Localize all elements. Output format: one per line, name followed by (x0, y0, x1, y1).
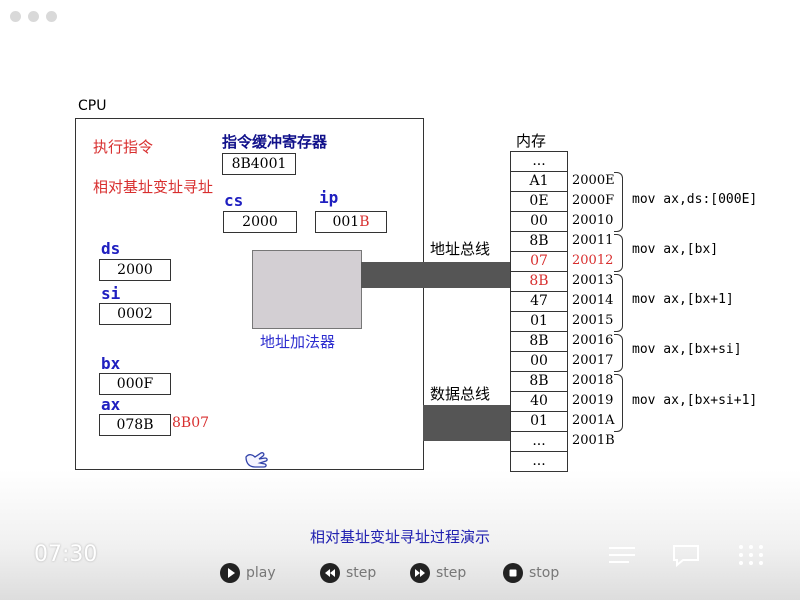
cpu-box (75, 118, 424, 470)
memory-cell: 40 (510, 391, 568, 412)
memory-cell: A1 (510, 171, 568, 192)
stop-icon (503, 563, 523, 583)
ip-register-value: 001B (315, 211, 387, 233)
memory-cell: ... (510, 431, 568, 452)
rewind-icon (320, 563, 340, 583)
instruction-2: mov ax,[bx] (632, 242, 719, 257)
player-overlay (0, 470, 800, 600)
maximize-window-dot[interactable] (46, 11, 57, 22)
stop-button[interactable]: stop (503, 563, 559, 583)
address-bus (361, 262, 511, 288)
memory-cell: ... (510, 151, 568, 172)
cs-register-name: cs (224, 191, 244, 210)
instruction-1: mov ax,ds:[000E] (632, 192, 758, 207)
memory-address: 20019 (572, 393, 614, 408)
address-adder-label: 地址加法器 (260, 333, 336, 351)
memory-cell: 8B (510, 271, 568, 292)
step-back-label: step (346, 565, 377, 581)
address-adder (252, 250, 362, 329)
stop-label: stop (529, 565, 560, 581)
ds-register-name: ds (101, 239, 121, 258)
brace-instr-4 (614, 334, 623, 372)
step-forward-label: step (436, 565, 467, 581)
memory-address: 2000F (572, 193, 615, 208)
addressing-mode-label: 相对基址变址寻址 (93, 178, 214, 196)
brace-instr-2 (614, 234, 623, 272)
memory-address: 2000E (572, 173, 615, 188)
list-icon[interactable] (607, 543, 637, 567)
memory-address: 20016 (572, 333, 614, 348)
brace-instr-3 (614, 274, 623, 332)
instruction-3: mov ax,[bx+1] (632, 292, 734, 307)
instruction-buffer-label: 指令缓冲寄存器 (222, 133, 328, 151)
data-bus (423, 405, 511, 441)
memory-addresses: 2000E 2000F 20010 20011 20012 20013 20014 20015… (572, 151, 615, 471)
data-bus-label: 数据总线 (430, 385, 491, 403)
close-window-dot[interactable] (10, 11, 21, 22)
ax-register-value: 078B (99, 414, 171, 436)
ds-register-value: 2000 (99, 259, 171, 281)
step-forward-button[interactable]: step (410, 563, 466, 583)
memory-title: 内存 (516, 132, 547, 150)
memory-address: 20018 (572, 373, 614, 388)
bx-register-value: 000F (99, 373, 171, 395)
memory-cell: 01 (510, 411, 568, 432)
step-back-button[interactable]: step (320, 563, 376, 583)
memory-cell: 07 (510, 251, 568, 272)
brace-instr-1 (614, 172, 623, 232)
memory-cell: 47 (510, 291, 568, 312)
memory-address: 2001A (572, 413, 615, 428)
memory-address: 20014 (572, 293, 614, 308)
memory-cell: 8B (510, 231, 568, 252)
memory-cell: 00 (510, 211, 568, 232)
memory-cell: 01 (510, 311, 568, 332)
address-bus-label: 地址总线 (430, 240, 491, 258)
memory-cell: 00 (510, 351, 568, 372)
memory-cell: 8B (510, 371, 568, 392)
playback-time: 07:30 (34, 542, 98, 567)
memory-address: 20010 (572, 213, 614, 228)
slide-caption: 相对基址变址寻址过程演示 (310, 528, 491, 546)
si-register-name: si (101, 284, 121, 303)
minimize-window-dot[interactable] (28, 11, 39, 22)
play-label: play (246, 565, 276, 581)
memory-address: 20011 (572, 233, 614, 248)
hand-cursor-icon (245, 452, 268, 468)
cpu-label: CPU (78, 98, 107, 114)
memory-address (572, 151, 615, 171)
memory-address: 20013 (572, 273, 614, 288)
memory-address: 2001B (572, 433, 615, 448)
instruction-5: mov ax,[bx+si+1] (632, 393, 758, 408)
memory-cell: 0E (510, 191, 568, 212)
memory-cell: ... (510, 451, 568, 472)
memory-address: 20015 (572, 313, 614, 328)
instruction-4: mov ax,[bx+si] (632, 342, 742, 357)
brace-instr-5 (614, 374, 623, 432)
memory-address: 20017 (572, 353, 614, 368)
ax-register-name: ax (101, 395, 121, 414)
cs-register-value: 2000 (223, 211, 297, 233)
bx-register-name: bx (101, 354, 121, 373)
comment-icon[interactable] (671, 543, 701, 567)
ip-value-suffix: B (359, 214, 370, 230)
grid-menu-icon[interactable] (736, 543, 766, 567)
play-icon (220, 563, 240, 583)
play-button[interactable]: play (220, 563, 276, 583)
instruction-buffer-value: 8B4001 (222, 153, 296, 175)
memory-address (572, 451, 615, 471)
exec-instruction-label: 执行指令 (93, 138, 154, 156)
ip-value-prefix: 001 (332, 214, 360, 230)
window-controls (10, 11, 57, 22)
ip-register-name: ip (319, 188, 339, 207)
fast-forward-icon (410, 563, 430, 583)
memory-address: 20012 (572, 253, 614, 268)
si-register-value: 0002 (99, 303, 171, 325)
memory-cell: 8B (510, 331, 568, 352)
ax-new-value: 8B07 (172, 415, 210, 431)
